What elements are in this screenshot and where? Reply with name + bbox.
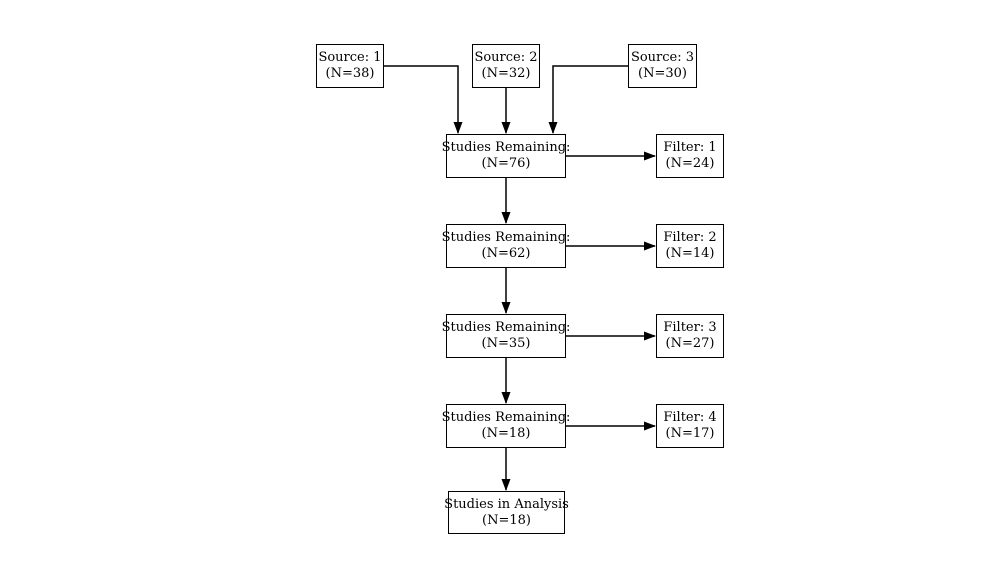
- arrow-source3-to-remaining1: [548, 65, 628, 134]
- arrow-source1-to-remaining1: [384, 65, 463, 134]
- node-filter-4: Filter: 4 (N=17): [656, 404, 724, 448]
- node-source-2: Source: 2 (N=32): [472, 44, 540, 88]
- remaining-1-label: Studies Remaining:: [441, 140, 571, 155]
- remaining-3-label: Studies Remaining:: [441, 320, 571, 335]
- filter-3-count: (N=27): [665, 336, 715, 351]
- filter-2-label: Filter: 2: [663, 230, 717, 245]
- node-remaining-3: Studies Remaining: (N=35): [442, 314, 570, 358]
- remaining-4-count: (N=18): [481, 426, 531, 441]
- node-remaining-2: Studies Remaining: (N=62): [442, 224, 570, 268]
- node-filter-2: Filter: 2 (N=14): [656, 224, 724, 268]
- remaining-4-label: Studies Remaining:: [441, 410, 571, 425]
- filter-4-count: (N=17): [665, 426, 715, 441]
- source-3-count: (N=30): [638, 66, 687, 81]
- filter-1-label: Filter: 1: [663, 140, 717, 155]
- remaining-3-count: (N=35): [481, 336, 531, 351]
- filter-2-count: (N=14): [665, 246, 715, 261]
- node-final-analysis: Studies in Analysis (N=18): [444, 491, 569, 534]
- filter-1-count: (N=24): [665, 156, 715, 171]
- remaining-2-label: Studies Remaining:: [441, 230, 571, 245]
- remaining-1-count: (N=76): [481, 156, 531, 171]
- node-remaining-4: Studies Remaining: (N=18): [442, 404, 570, 448]
- filter-3-label: Filter: 3: [663, 320, 717, 335]
- filter-4-label: Filter: 4: [663, 410, 717, 425]
- source-2-label: Source: 2: [474, 50, 538, 65]
- node-source-3: Source: 3 (N=30): [628, 44, 697, 88]
- final-count: (N=18): [482, 512, 531, 528]
- remaining-2-count: (N=62): [481, 246, 531, 261]
- node-filter-3: Filter: 3 (N=27): [656, 314, 724, 358]
- source-3-label: Source: 3: [630, 50, 695, 65]
- node-remaining-1: Studies Remaining: (N=76): [442, 134, 570, 178]
- source-1-label: Source: 1: [318, 50, 382, 65]
- node-filter-1: Filter: 1 (N=24): [656, 134, 724, 178]
- final-label: Studies in Analysis: [444, 496, 569, 512]
- source-2-count: (N=32): [481, 66, 531, 81]
- node-source-1: Source: 1 (N=38): [316, 44, 384, 88]
- source-1-count: (N=38): [325, 66, 375, 81]
